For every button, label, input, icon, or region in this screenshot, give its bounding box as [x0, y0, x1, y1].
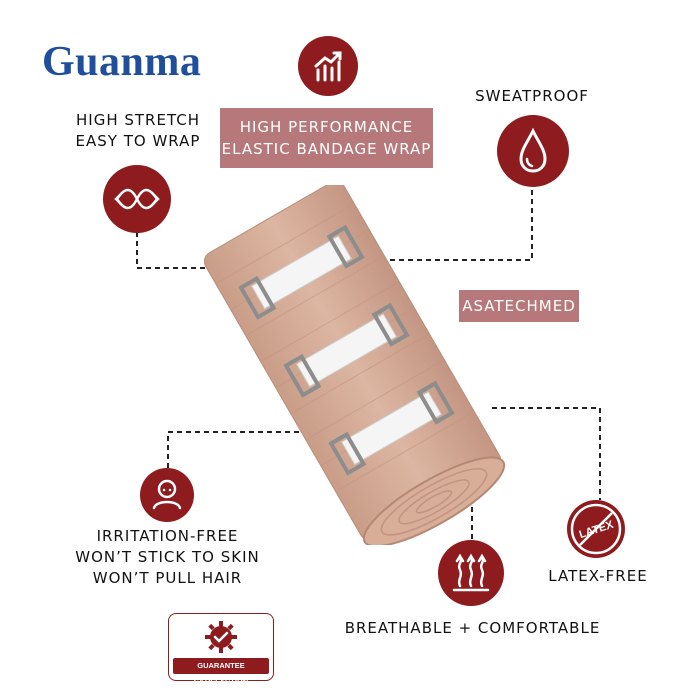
brand-logo: Guanma [42, 39, 202, 85]
water-drop-icon [497, 115, 569, 187]
person-icon [140, 468, 194, 522]
bandage-roll-image [203, 185, 506, 545]
irritation-line2: WON’T STICK TO SKIN [75, 548, 260, 566]
chart-growth-icon [298, 36, 358, 96]
irritation-line1: IRRITATION-FREE [96, 527, 239, 545]
brand-tag: ASATECHMED [459, 290, 579, 322]
stretch-line1: HIGH STRETCH [76, 111, 200, 129]
feature-sweat-text: SWEATPROOF [475, 87, 589, 105]
guarantee-badge: GUARANTEE SATISFACTION [168, 613, 274, 686]
headline-line1: HIGH PERFORMANCE [239, 118, 414, 136]
latex-free-icon: LATEX [567, 500, 625, 558]
feature-breathable-text: BREATHABLE + COMFORTABLE [344, 619, 601, 637]
feature-latex-text: LATEX-FREE [548, 567, 648, 585]
headline-line2: ELASTIC BANDAGE WRAP [221, 140, 432, 158]
breathable-icon [438, 540, 504, 606]
latex-icon-text: LATEX [578, 519, 616, 542]
irritation-line3: WON’T PULL HAIR [92, 569, 243, 587]
feature-irritation-text: IRRITATION-FREE WON’T STICK TO SKIN WON’… [55, 526, 280, 589]
headline-box: HIGH PERFORMANCE ELASTIC BANDAGE WRAP [220, 108, 433, 168]
gear-check-icon [205, 621, 237, 653]
stretch-line2: EASY TO WRAP [75, 132, 201, 150]
stretch-icon [103, 165, 171, 233]
guarantee-label: GUARANTEE SATISFACTION [173, 658, 269, 686]
feature-stretch-text: HIGH STRETCH EASY TO WRAP [68, 110, 208, 152]
